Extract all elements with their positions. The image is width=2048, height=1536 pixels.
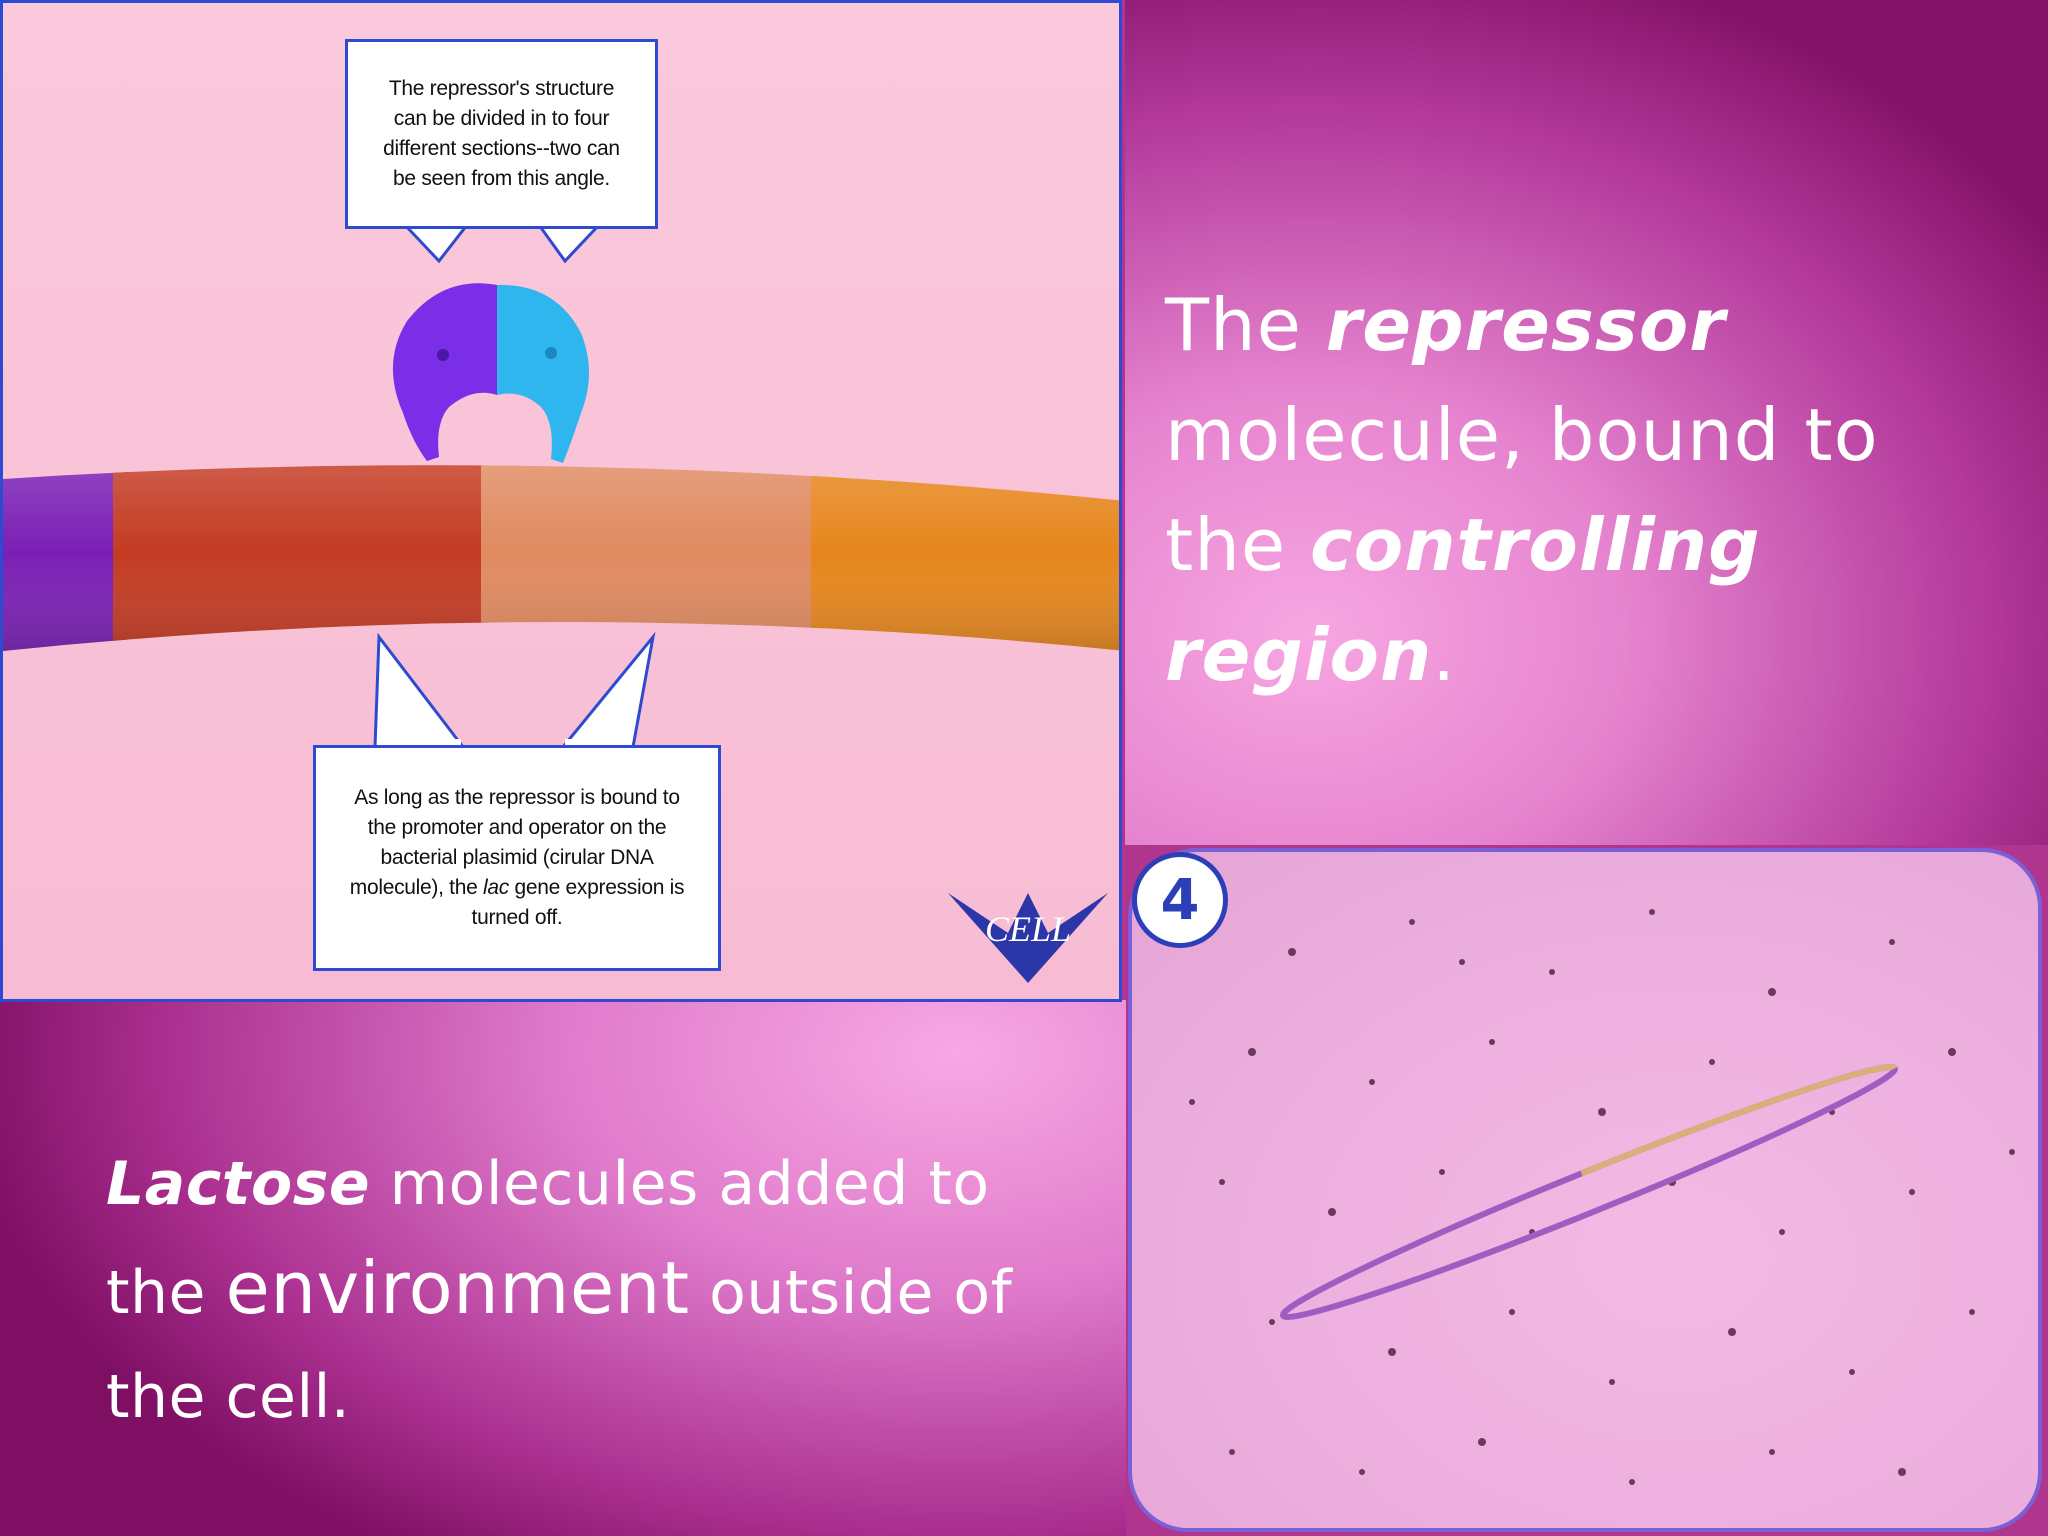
repressor-right-half [497, 284, 589, 463]
callout-gene-expression: As long as the repressor is bound to the… [313, 745, 721, 971]
term-lactose: Lactose [106, 1149, 371, 1219]
repressor-description: The repressor molecule, bound to the con… [1165, 283, 1879, 697]
repressor-left-half [392, 283, 497, 461]
callout-text-pre: As long as the repressor is bound to the… [349, 786, 680, 899]
slide-background-bottom [0, 1000, 1126, 1536]
step-number-badge: 4 [1132, 852, 1228, 948]
plasmid-animation-frame [1128, 848, 2042, 1532]
dna-strand-illustration: CELL [3, 219, 1119, 983]
dna-segments [3, 465, 1119, 651]
callout-text-post: gene expression is turned off. [471, 876, 685, 929]
lactose-description: Lactose molecules added to the environme… [106, 1149, 1013, 1432]
repressor-molecule [392, 283, 589, 463]
term-controlling-region: controlling region [1165, 503, 1761, 697]
cell-logo: CELL [948, 893, 1108, 983]
term-repressor: repressor [1325, 283, 1726, 367]
plasmid-ring [1279, 1063, 1899, 1321]
plasmid-illustration [1189, 909, 2015, 1485]
slide-background-top [1125, 0, 2048, 845]
callout-repressor-structure: The repressor's structure can be divided… [345, 39, 658, 229]
callout-text-lac: lac [483, 876, 509, 899]
lactose-particles [1189, 909, 2015, 1485]
repressor-diagram-panel: CELL The repressor's structure can be di… [0, 0, 1122, 1002]
logo-text: CELL [985, 909, 1071, 949]
